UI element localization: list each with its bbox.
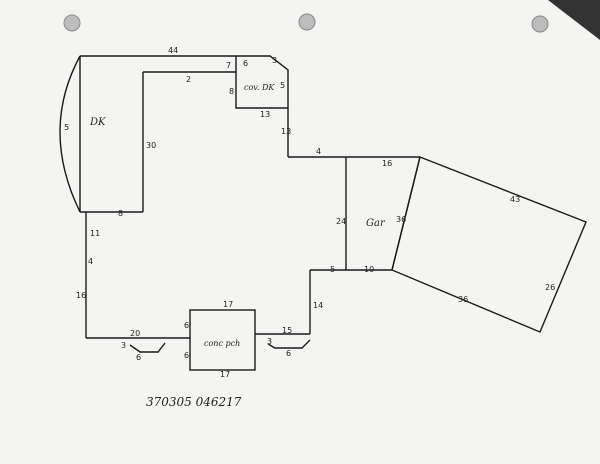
label-cov-dk: cov. DK bbox=[244, 83, 275, 92]
label-gar-36: 36 bbox=[396, 215, 406, 224]
label-pch-top-17: 17 bbox=[223, 300, 233, 309]
concrete-porch-box bbox=[189, 309, 256, 371]
label-dk-side: 5 bbox=[64, 123, 69, 132]
label-inner-top-2: 2 bbox=[186, 75, 191, 84]
label-mid-10: 10 bbox=[364, 265, 374, 274]
label-left-11: 11 bbox=[90, 229, 100, 238]
label-rect-26: 26 bbox=[545, 283, 555, 292]
step-mark-right bbox=[267, 339, 311, 349]
label-bottom-20: 20 bbox=[130, 329, 140, 338]
label-top-44: 44 bbox=[168, 46, 178, 55]
label-id-number: 370305 046217 bbox=[146, 395, 242, 409]
outline-lines bbox=[59, 55, 587, 371]
binder-hole-middle bbox=[298, 13, 316, 31]
label-cov-corner-3: 3 bbox=[272, 56, 277, 65]
step-mark-left bbox=[129, 342, 166, 353]
label-step-3-left: 3 bbox=[121, 341, 126, 350]
label-mid-24: 24 bbox=[336, 217, 346, 226]
label-conc-pch: conc pch bbox=[204, 339, 240, 348]
label-down-13: 13 bbox=[281, 127, 291, 136]
label-step-4: 4 bbox=[316, 147, 321, 156]
label-cov-bottom-13: 13 bbox=[260, 110, 270, 119]
label-step-6-left: 6 bbox=[136, 353, 141, 362]
label-left-30: 30 bbox=[146, 141, 156, 150]
label-pch-left-6a: 6 bbox=[184, 321, 189, 330]
covered-deck-box bbox=[235, 55, 289, 109]
label-dk-bottom-8: 8 bbox=[118, 209, 123, 218]
tilted-rectangle bbox=[391, 156, 587, 333]
label-cov-left-8: 8 bbox=[229, 87, 234, 96]
label-cov-right-5: 5 bbox=[280, 81, 285, 90]
label-top-inner-7: 7 bbox=[226, 61, 231, 70]
label-garage: Gar bbox=[366, 218, 386, 229]
label-bottom-15: 15 bbox=[282, 326, 292, 335]
label-right-14: 14 bbox=[313, 301, 323, 310]
page-corner-shadow bbox=[548, 0, 600, 40]
label-rect-36b: 36 bbox=[458, 295, 468, 304]
label-left-4: 4 bbox=[88, 257, 93, 266]
label-dk: DK bbox=[89, 117, 106, 128]
label-pch-bottom-17: 17 bbox=[220, 370, 230, 379]
label-left-16: 16 bbox=[76, 291, 86, 300]
deck-curve bbox=[59, 55, 81, 213]
label-mid-top-16: 16 bbox=[382, 159, 392, 168]
label-cov-top-6: 6 bbox=[243, 59, 248, 68]
label-rect-43: 43 bbox=[510, 195, 520, 204]
label-mid-5: 5 bbox=[330, 265, 335, 274]
label-step-3-right: 3 bbox=[267, 337, 272, 346]
label-pch-left-6b: 6 bbox=[184, 351, 189, 360]
binder-hole-left bbox=[63, 14, 81, 32]
binder-hole-right bbox=[531, 15, 549, 33]
label-step-6-right: 6 bbox=[286, 349, 291, 358]
